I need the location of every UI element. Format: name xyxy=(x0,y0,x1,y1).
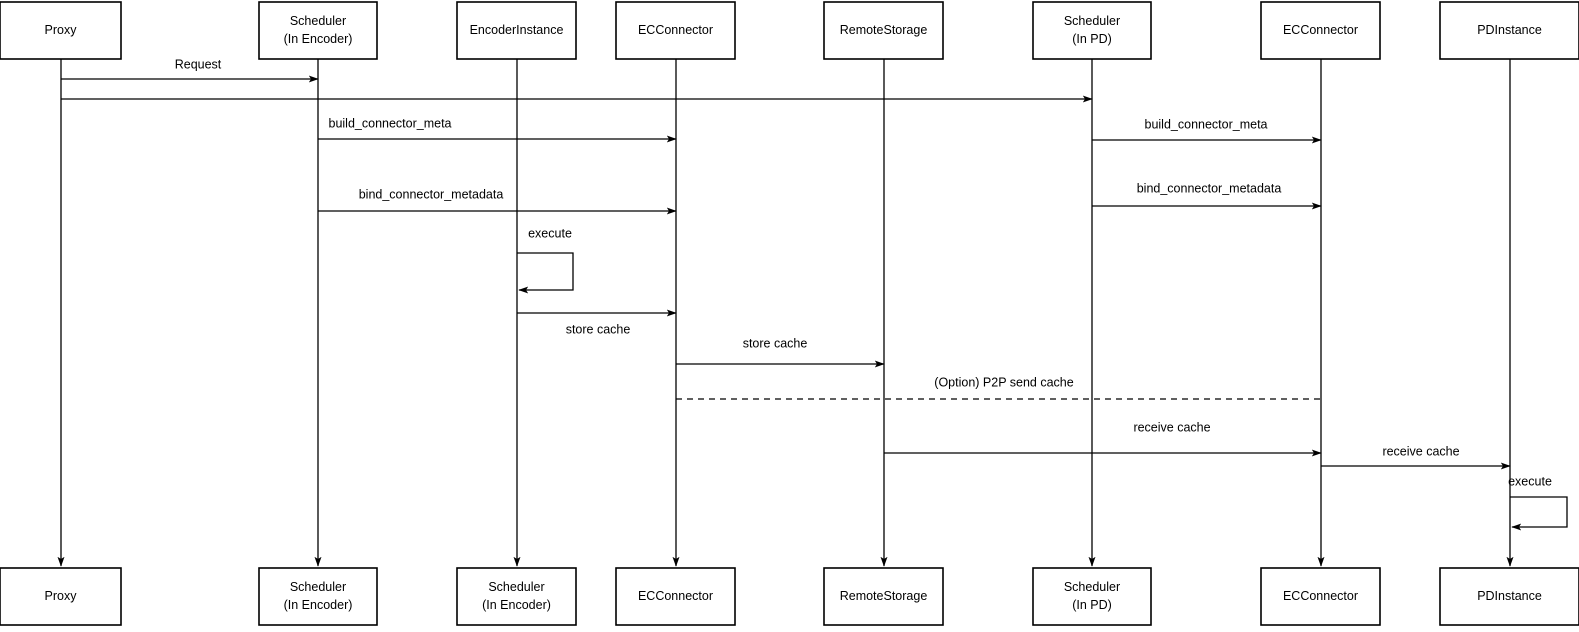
participant-top-remote[interactable]: RemoteStorage xyxy=(823,1,944,60)
participant-top-rect xyxy=(1260,1,1381,60)
message-label-m11: receive cache xyxy=(1382,444,1459,458)
participant-top-label-line1: Scheduler xyxy=(290,14,346,28)
self-messages-group: execute execute xyxy=(517,226,1568,531)
participant-bottom-label-line1: Scheduler xyxy=(290,580,346,594)
participant-bottom-ecc_left[interactable]: ECConnector xyxy=(615,567,736,626)
participant-top-label-line2: (In PD) xyxy=(1072,32,1112,46)
participant-top-pd_inst[interactable]: PDInstance xyxy=(1439,1,1579,60)
participant-top-label: RemoteStorage xyxy=(840,23,928,37)
participant-bottom-rect xyxy=(0,567,122,626)
message-label-m8: store cache xyxy=(743,336,808,350)
participant-bottom-label-line1: Scheduler xyxy=(1064,580,1120,594)
participant-bottom-proxy[interactable]: Proxy xyxy=(0,567,122,626)
messages-group: Request build_connector_meta build_connect… xyxy=(61,57,1511,470)
participant-top-rect xyxy=(1439,1,1579,60)
message-label-m7: store cache xyxy=(566,322,631,336)
participant-bottom-remote[interactable]: RemoteStorage xyxy=(823,567,944,626)
participant-top-rect xyxy=(456,1,577,60)
participant-bottom-sched_pd[interactable]: Scheduler (In PD) xyxy=(1032,567,1152,626)
participant-bottom-label-line2: (In PD) xyxy=(1072,598,1112,612)
participant-top-ecc_left[interactable]: ECConnector xyxy=(615,1,736,60)
participant-top-label-line2: (In Encoder) xyxy=(284,32,353,46)
participant-top-rect xyxy=(823,1,944,60)
participant-top-encoder_inst[interactable]: EncoderInstance xyxy=(456,1,577,60)
message-label-m6: bind_connector_metadata xyxy=(1137,181,1282,195)
participant-bottom-rect xyxy=(1260,567,1381,626)
participant-bottom-rect xyxy=(258,567,378,626)
participant-top-sched_enc[interactable]: Scheduler (In Encoder) xyxy=(258,1,378,60)
message-label-m9: (Option) P2P send cache xyxy=(934,375,1073,389)
participant-top-label: EncoderInstance xyxy=(470,23,564,37)
participant-bottom-label: ECConnector xyxy=(638,589,713,603)
participant-top-rect xyxy=(615,1,736,60)
self-message-label-s1: execute xyxy=(528,226,572,240)
participant-top-rect xyxy=(258,1,378,60)
participant-bottom-rect xyxy=(615,567,736,626)
participant-bottom-label: ECConnector xyxy=(1283,589,1358,603)
participant-top-ecc_right[interactable]: ECConnector xyxy=(1260,1,1381,60)
participant-bottom-label-line1: Scheduler xyxy=(488,580,544,594)
participant-top-label: PDInstance xyxy=(1477,23,1542,37)
participant-bottom-ecc_right[interactable]: ECConnector xyxy=(1260,567,1381,626)
message-label-m1: Request xyxy=(175,57,222,71)
participant-top-boxes: Proxy Scheduler (In Encoder) EncoderInstanc… xyxy=(0,1,1579,60)
participant-top-proxy[interactable]: Proxy xyxy=(0,1,122,60)
message-label-m4: build_connector_meta xyxy=(1145,117,1268,131)
participant-bottom-label-line2: (In Encoder) xyxy=(284,598,353,612)
participant-bottom-label: RemoteStorage xyxy=(840,589,928,603)
participant-bottom-boxes: Proxy Scheduler (In Encoder) Scheduler (In E… xyxy=(0,567,1579,626)
self-message-label-s2: execute xyxy=(1508,474,1552,488)
participant-bottom-label: Proxy xyxy=(45,589,78,603)
participant-top-label: ECConnector xyxy=(638,23,713,37)
participant-top-rect xyxy=(1032,1,1152,60)
message-label-m3: build_connector_meta xyxy=(329,116,452,130)
participant-bottom-encoder_inst[interactable]: Scheduler (In Encoder) xyxy=(456,567,577,626)
message-label-m5: bind_connector_metadata xyxy=(359,187,504,201)
participant-bottom-rect xyxy=(823,567,944,626)
participant-bottom-sched_enc[interactable]: Scheduler (In Encoder) xyxy=(258,567,378,626)
participant-top-label-line1: Scheduler xyxy=(1064,14,1120,28)
self-message-loop-s1 xyxy=(517,252,574,294)
participant-bottom-label-line2: (In Encoder) xyxy=(482,598,551,612)
participant-bottom-rect xyxy=(1032,567,1152,626)
participant-top-rect xyxy=(0,1,122,60)
participant-bottom-rect xyxy=(1439,567,1579,626)
participant-top-label: ECConnector xyxy=(1283,23,1358,37)
lifelines-group xyxy=(57,59,1514,567)
participant-top-sched_pd[interactable]: Scheduler (In PD) xyxy=(1032,1,1152,60)
self-message-loop-s2 xyxy=(1510,496,1568,531)
participant-top-label: Proxy xyxy=(45,23,78,37)
participant-bottom-rect xyxy=(456,567,577,626)
participant-bottom-label: PDInstance xyxy=(1477,589,1542,603)
participant-bottom-pd_inst[interactable]: PDInstance xyxy=(1439,567,1579,626)
message-label-m10: receive cache xyxy=(1133,420,1210,434)
